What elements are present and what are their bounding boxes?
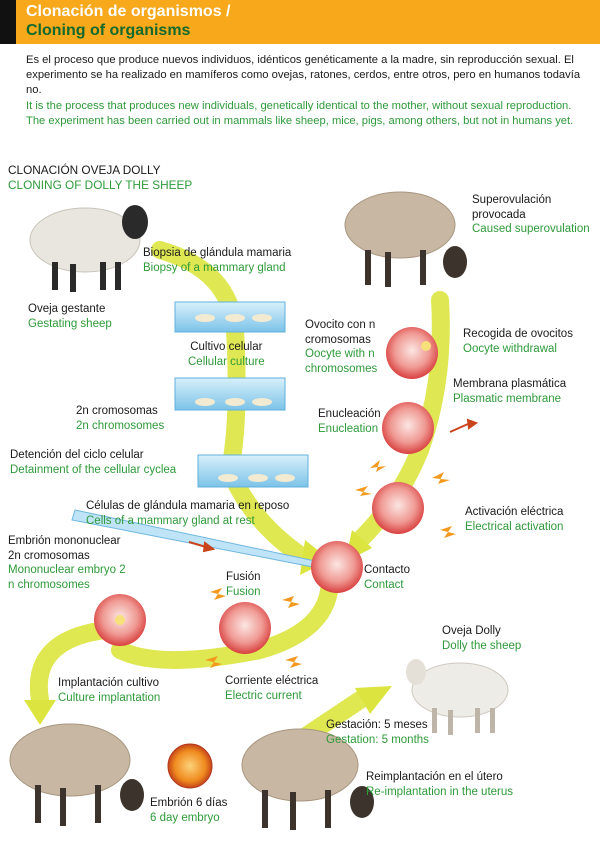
arrowhead-gestation <box>355 686 392 714</box>
cells <box>94 327 438 789</box>
dolly-sheep-image <box>406 659 509 735</box>
label-activation: Activación eléctrica Electrical activati… <box>465 506 564 533</box>
label-enucleation: Enucleación Enucleation <box>318 408 381 435</box>
label-embryo-mono: Embrión mononuclear 2n cromosomas Mononu… <box>8 535 126 591</box>
dish-culture <box>174 301 286 333</box>
superovulation-sheep-image <box>344 191 467 287</box>
page-title-es: Clonación de organismos / <box>26 3 231 20</box>
section-title: CLONACIÓN OVEJA DOLLY CLONING OF DOLLY T… <box>8 163 192 193</box>
enucleation-cell <box>382 402 434 454</box>
intro-es: Es el proceso que produce nuevos individ… <box>26 54 581 97</box>
arrow-implant-path <box>29 621 114 709</box>
label-withdrawal: Recogida de ovocitos Oocyte withdrawal <box>463 328 573 355</box>
label-fusion: Fusión Fusion <box>226 571 261 598</box>
label-2n-chromosomes: 2n cromosomas 2n chromosomes <box>76 405 165 432</box>
label-gestation: Gestación: 5 meses Gestation: 5 months <box>326 719 429 746</box>
intro-en: It is the process that produces new indi… <box>26 99 574 127</box>
label-culture: Cultivo celular Cellular culture <box>188 341 265 368</box>
implant-sheep-image <box>9 723 144 826</box>
intro-text: Es el proceso que produce nuevos individ… <box>26 53 586 129</box>
embryo-6day-cell <box>167 743 213 789</box>
reimplant-sheep-image <box>241 728 374 830</box>
culture-dishes <box>174 301 309 488</box>
label-implant: Implantación cultivo Culture implantatio… <box>58 677 161 704</box>
arrow-fusion-path <box>111 571 339 669</box>
label-current: Corriente eléctrica Electric current <box>225 675 319 702</box>
fusion-cell <box>219 602 271 654</box>
spark-icons <box>205 460 456 668</box>
title-bar-left <box>0 0 16 44</box>
label-dolly: Oveja Dolly Dolly the sheep <box>442 625 522 652</box>
title-banner: Clonación de organismos / Cloning of org… <box>0 0 600 44</box>
contact-cell <box>311 541 363 593</box>
label-embryo-6day: Embrión 6 días 6 day embryo <box>150 797 228 824</box>
label-gestating-sheep: Oveja gestante Gestating sheep <box>28 303 112 330</box>
page-title-en: Cloning of organisms <box>26 22 191 39</box>
pointer-arrows <box>188 418 479 553</box>
label-gland-cells: Células de glándula mamaria en reposo Ce… <box>86 500 290 527</box>
title-bar-fill <box>16 0 600 44</box>
label-reimplant: Reimplantación en el útero Re-implantati… <box>366 771 514 798</box>
dish-cycle <box>197 454 309 488</box>
label-cycle: Detención del ciclo celular Detainment o… <box>10 449 177 476</box>
label-contact: Contacto Contact <box>364 564 411 591</box>
gestating-sheep-image <box>29 205 148 292</box>
label-oocyte: Ovocito con n cromosomas Oocyte with n c… <box>305 319 378 375</box>
section-title-en: CLONING OF DOLLY THE SHEEP <box>8 178 193 192</box>
arrowhead-implant <box>24 700 56 725</box>
section-title-es: CLONACIÓN OVEJA DOLLY <box>8 163 161 177</box>
label-membrane: Membrana plasmática Plasmatic membrane <box>453 378 567 405</box>
label-biopsy: Biopsia de glándula mamaria Biopsy of a … <box>143 247 292 274</box>
activation-cell <box>372 482 424 534</box>
label-superovulation: Superovulación provocada Caused superovu… <box>472 194 590 235</box>
oocyte-cell <box>386 327 438 379</box>
dish-2n <box>174 377 286 411</box>
